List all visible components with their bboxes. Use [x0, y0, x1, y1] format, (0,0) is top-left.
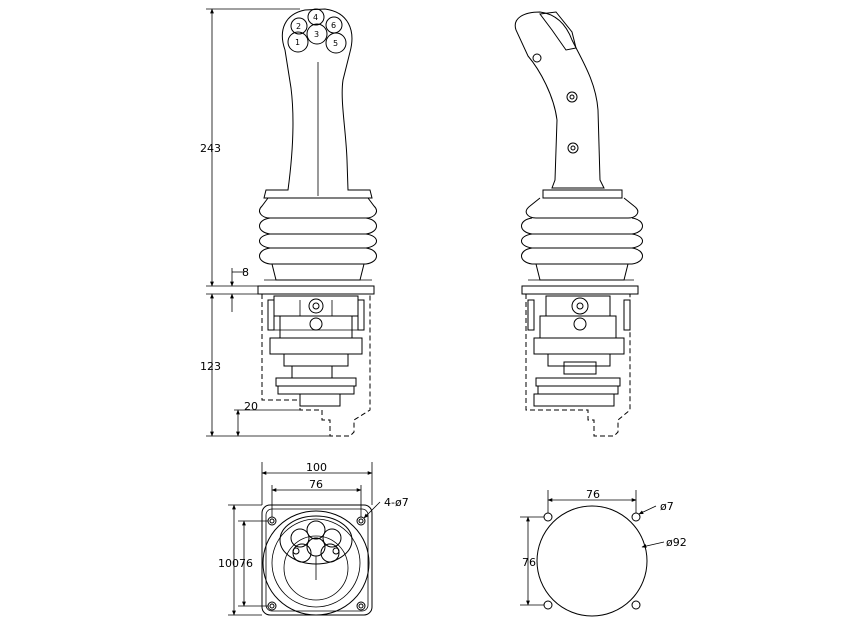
button-2 [290, 17, 308, 35]
button-5 [325, 32, 347, 54]
cutout-hole-bl [543, 600, 553, 610]
cutout-hole-tl [543, 512, 553, 522]
top-view: 100 76 10076 4-ø7 [218, 461, 409, 616]
body-envelope [261, 294, 371, 437]
internal-mechanism [267, 295, 365, 407]
cutout-hole-br [631, 600, 641, 610]
handle-outline [263, 8, 373, 199]
dim-height-total: 243 [200, 142, 221, 155]
top-view-dimensions: 100 76 10076 4-ø7 [218, 461, 409, 616]
side-flange [521, 285, 639, 295]
front-view-dimensions: 243 8 123 20 [200, 8, 330, 437]
dim-flange: 8 [242, 266, 249, 279]
side-body-envelope [525, 294, 631, 437]
dim-spacing-x: 76 [586, 488, 600, 501]
button-1 [287, 31, 309, 53]
dim-width-inner: 76 [309, 478, 323, 491]
button-label-4: 4 [313, 13, 318, 22]
cutout-hole-tr [631, 512, 641, 522]
button-label-5: 5 [333, 39, 338, 48]
panel-cutout: 76 76 ø7 ø92 [520, 488, 687, 617]
dim-body: 123 [200, 360, 221, 373]
cutout-dimensions: 76 76 ø7 ø92 [520, 488, 687, 606]
dim-center: ø92 [666, 536, 687, 549]
mounting-flange [257, 285, 375, 295]
dim-holes: 4-ø7 [384, 496, 409, 509]
dim-height-combo: 10076 [218, 557, 253, 570]
button-3 [306, 23, 328, 45]
button-label-1: 1 [295, 38, 300, 47]
button-label-6: 6 [331, 21, 336, 30]
dim-hole: ø7 [660, 500, 674, 513]
front-view: 2 4 6 1 3 5 [200, 8, 377, 437]
side-view [514, 11, 643, 437]
side-handle-outline [514, 11, 605, 189]
dim-base: 20 [244, 400, 258, 413]
button-label-3: 3 [314, 30, 319, 39]
dim-width-outer: 100 [306, 461, 327, 474]
side-bellows [521, 197, 643, 281]
cutout-center-circle [536, 505, 648, 617]
side-internal-mechanism [527, 295, 631, 407]
dim-spacing-y: 76 [522, 556, 536, 569]
bellows [259, 197, 377, 281]
button-label-2: 2 [296, 22, 301, 31]
button-4 [307, 8, 325, 26]
